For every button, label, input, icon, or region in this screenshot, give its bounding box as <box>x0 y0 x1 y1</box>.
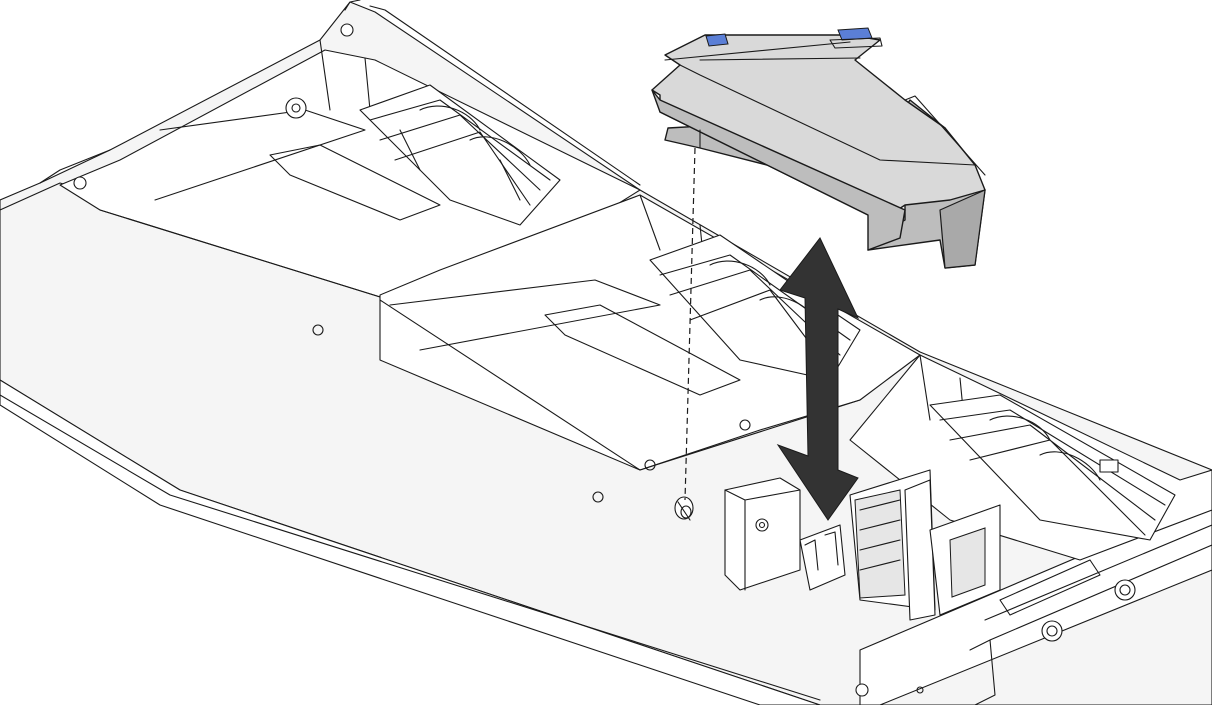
air-duct-tab <box>705 33 729 47</box>
chassis-screw <box>855 683 869 697</box>
dashed-alignment-line <box>684 147 696 501</box>
chassis-front-face <box>0 379 821 705</box>
fan-module <box>359 84 561 226</box>
chassis-screw <box>1114 579 1136 601</box>
chassis-screw <box>1041 620 1063 642</box>
fan-bay-left <box>59 23 641 301</box>
air-duct <box>651 27 986 269</box>
connector-bracket <box>724 469 1001 621</box>
vertical-double-arrow <box>776 237 860 521</box>
guide-pin <box>674 496 694 521</box>
air-duct-top <box>651 34 986 216</box>
